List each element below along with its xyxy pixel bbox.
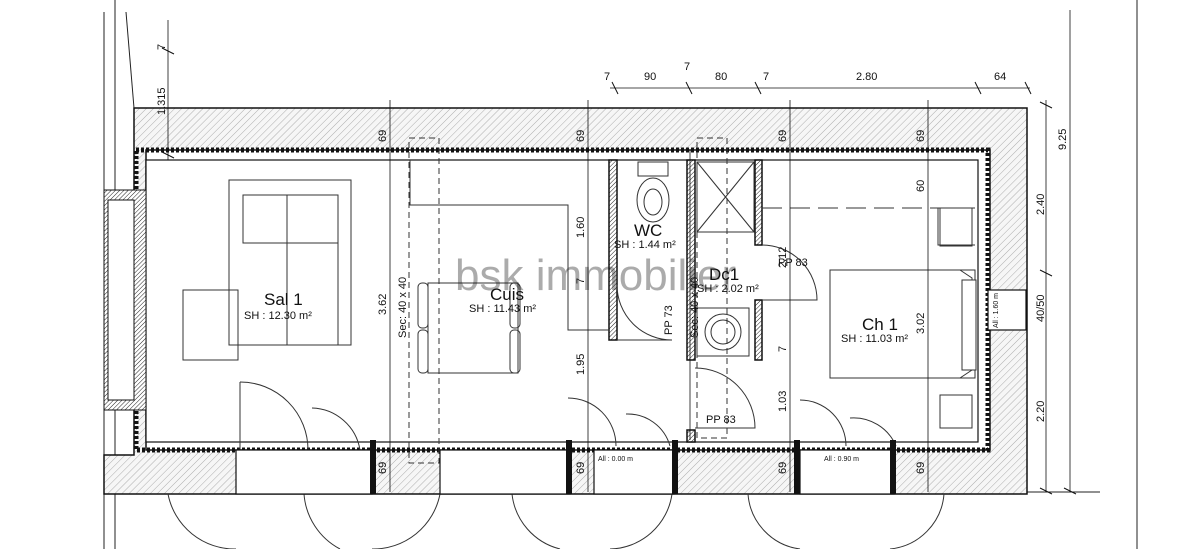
dim-top-280: 2.80 [856,71,877,83]
dim-362: 3.62 [377,294,389,315]
wardrobe-dashed-2 [937,208,975,246]
right-window [987,289,1027,331]
wall-posts [370,440,896,494]
column-dashed-dc [696,137,728,439]
dim-60: 60 [915,180,927,192]
room-name-ch1: Ch 1 [862,315,898,334]
dim-69-e: 69 [377,462,389,474]
room-name-dc1: Dc1 [709,265,739,284]
room-name-cuis: Cuis [490,285,524,304]
exterior-arcs [167,493,945,549]
room-area-wc: SH : 1.44 m² [614,239,676,251]
room-area-dc1: SH : 2.02 m² [697,283,759,295]
dimension-lines [167,10,1071,492]
dim-103: 1.03 [777,391,789,412]
column-dashed [408,137,440,464]
dim-1315: 1.315 [156,87,168,115]
dim-69-d: 69 [915,130,927,142]
partitions [608,159,763,443]
dim-7-left: 7 [156,44,168,50]
dim-195: 1.95 [575,354,587,375]
watermark: bsk immobilier [455,251,736,300]
dim-top-7c: 7 [763,71,769,83]
dim-69-h: 69 [915,462,927,474]
dim-top-90: 90 [644,71,656,83]
dim-top-80: 80 [715,71,727,83]
dim-top-7b: 7 [684,61,690,73]
dining-table [417,282,521,374]
dim-7-mid-b: 7 [777,346,789,352]
dim-212: 2.12 [777,247,789,268]
label-pp83-bottom: PP 83 [706,414,736,426]
dim-925: 9.25 [1057,129,1069,150]
dim-69-g: 69 [777,462,789,474]
room-area-ch1: SH : 11.03 m² [841,333,908,345]
interior-outline [145,159,979,443]
dimension-ticks [161,47,1077,495]
label-all-0: All : 0.00 m [598,456,633,463]
room-area-cuis: SH : 11.43 m² [469,303,536,315]
shower [696,161,755,233]
room-area-sal1: SH : 12.30 m² [244,310,312,322]
label-sec: Sec: 40 x 40 [397,277,409,338]
dim-top-7a: 7 [604,71,610,83]
left-wall-inner [107,199,135,401]
washbasin [696,307,750,357]
door-swings [239,244,897,451]
dim-69-b: 69 [575,130,587,142]
wall-stub [125,11,135,109]
dim-69-c: 69 [777,130,789,142]
label-pp83-top: PP 83 [778,257,808,269]
window-openings [235,449,895,495]
label-window-4050: 40/50 [1035,294,1047,322]
dim-220: 2.20 [1035,401,1047,422]
toilet [636,161,670,223]
kitchen-counter [409,160,609,331]
sofa [228,179,352,346]
dim-top-64: 64 [994,71,1006,83]
label-all-090: All : 0.90 m [824,456,859,463]
label-sec-dc: Sec: 40 x 40 [689,277,701,338]
label-pp73: PP 73 [663,305,675,335]
label-all-160: All : 1.60 m [993,293,1000,328]
dim-240: 2.40 [1035,194,1047,215]
dim-69-a: 69 [377,130,389,142]
room-name-sal1: Sal 1 [264,290,303,309]
dim-69-f: 69 [575,462,587,474]
right-window-frame [961,279,977,371]
coffee-table [182,289,239,361]
room-name-wc: WC [634,221,662,240]
dim-302: 3.02 [915,313,927,334]
dim-7-mid-a: 7 [575,278,587,284]
dim-160: 1.60 [575,217,587,238]
